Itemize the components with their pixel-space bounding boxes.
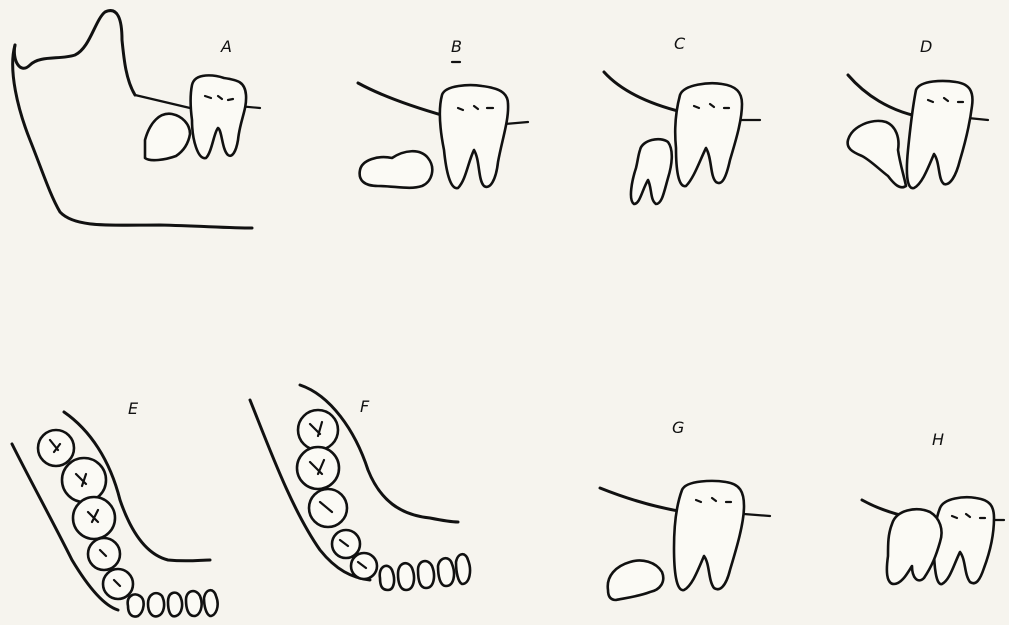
- panel-g-drawing: [600, 481, 770, 600]
- distoangular-third-molar-d: [848, 121, 906, 187]
- panel-a-drawing: [13, 11, 260, 228]
- vertical-third-molar-c: [631, 139, 672, 204]
- horizontal-third-molar-b: [360, 151, 433, 188]
- second-molar-c: [675, 83, 742, 186]
- bone-level-line-g2: [744, 514, 770, 516]
- bone-level-line-g: [600, 488, 684, 512]
- anterior-teeth-f: [380, 554, 470, 590]
- bone-level-line-b2: [505, 122, 528, 124]
- second-molar-b: [440, 85, 508, 188]
- occlusal-molar-f2: [297, 447, 339, 489]
- panel-h-drawing: [862, 497, 1004, 584]
- bone-level-line-d: [848, 75, 916, 116]
- occlusal-molar-f1: [298, 410, 338, 450]
- panel-f-drawing: [250, 385, 470, 590]
- panel-e-drawing: [12, 412, 218, 617]
- second-molar-h: [934, 497, 994, 584]
- bone-level-line-c: [604, 72, 682, 112]
- second-molar-g: [674, 481, 744, 590]
- panel-b-drawing: [358, 62, 528, 188]
- anterior-teeth-e: [128, 590, 218, 616]
- mandible-body: [13, 45, 252, 228]
- mandible-ramus: [14, 11, 135, 95]
- impacted-third-molar-g: [608, 560, 664, 600]
- angled-third-molar-h: [887, 509, 942, 584]
- second-molar-a: [191, 75, 247, 158]
- bone-level-line-b: [358, 83, 445, 116]
- panel-d-drawing: [848, 75, 988, 188]
- mesioangular-third-molar-a: [145, 114, 190, 160]
- second-molar-d: [907, 81, 973, 188]
- panel-c-drawing: [604, 72, 760, 204]
